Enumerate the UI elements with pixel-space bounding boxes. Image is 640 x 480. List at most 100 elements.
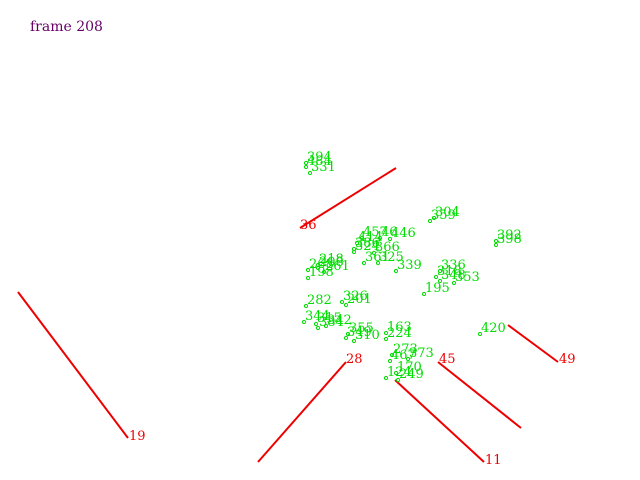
point-355-label: 355 xyxy=(349,321,374,336)
point-195-marker xyxy=(421,291,427,297)
point-325-label: 325 xyxy=(379,250,404,265)
point-386-label: 386 xyxy=(355,236,380,251)
point-273-marker xyxy=(389,352,395,358)
point-224-marker xyxy=(383,336,389,342)
segment-11-label: 11 xyxy=(485,453,502,468)
point-315-marker xyxy=(313,321,319,327)
point-324-label: 324 xyxy=(355,239,380,254)
segment-28-label: 28 xyxy=(346,352,363,367)
point-392-label: 392 xyxy=(497,228,522,243)
point-261-label: 261 xyxy=(325,259,350,274)
segment-45-label: 45 xyxy=(439,352,456,367)
point-163-label: 163 xyxy=(387,320,412,335)
point-420-label: 420 xyxy=(481,321,506,336)
point-446-marker xyxy=(387,236,393,242)
point-170-marker xyxy=(393,370,399,376)
point-344-label: 344 xyxy=(305,309,330,324)
point-353-marker xyxy=(451,280,457,286)
point-392-marker xyxy=(493,238,499,244)
point-310-marker xyxy=(351,338,357,344)
segment-36-label: 36 xyxy=(300,218,317,233)
point-420-marker xyxy=(477,331,483,337)
point-384-marker xyxy=(315,325,321,331)
point-394-label: 394 xyxy=(307,150,332,165)
point-198-marker xyxy=(305,275,311,281)
point-366-label: 366 xyxy=(375,240,400,255)
point-324-marker xyxy=(351,249,357,255)
point-342-marker xyxy=(323,323,329,329)
point-195-label: 195 xyxy=(425,281,450,296)
point-170-label: 170 xyxy=(397,360,422,375)
point-339-marker xyxy=(393,268,399,274)
segment-19-line xyxy=(17,291,129,439)
point-484-marker xyxy=(303,164,309,170)
point-446-label: 446 xyxy=(391,226,416,241)
point-359-marker xyxy=(427,218,433,224)
point-394-marker xyxy=(303,160,309,166)
point-318-marker xyxy=(433,274,439,280)
point-318-label: 318 xyxy=(437,264,462,279)
point-373-marker xyxy=(405,356,411,362)
point-359-label: 359 xyxy=(431,208,456,223)
segment-layer: 36 19 28 45 49 11 xyxy=(17,167,576,468)
point-282-marker xyxy=(303,303,309,309)
segment-19-label: 19 xyxy=(129,429,146,444)
point-218-label: 218 xyxy=(319,252,344,267)
point-310-label: 310 xyxy=(355,328,380,343)
point-384-label: 384 xyxy=(319,315,344,330)
point-304-label: 304 xyxy=(435,205,460,220)
point-366-marker xyxy=(371,250,377,256)
point-201-marker xyxy=(343,302,349,308)
point-373-label: 373 xyxy=(409,346,434,361)
point-398-marker xyxy=(493,242,499,248)
point-208-marker xyxy=(315,265,321,271)
point-344-marker xyxy=(301,319,307,325)
point-326-marker xyxy=(339,299,345,305)
point-353-label: 353 xyxy=(455,270,480,285)
point-484-label: 484 xyxy=(307,154,332,169)
point-361-label: 361 xyxy=(365,250,390,265)
segment-28-line xyxy=(257,361,347,463)
point-339-label: 339 xyxy=(397,258,422,273)
point-348-marker xyxy=(437,278,443,284)
point-163-marker xyxy=(383,330,389,336)
point-361-marker xyxy=(361,260,367,266)
point-336-marker xyxy=(437,268,443,274)
point-414-label: 414 xyxy=(358,230,383,245)
point-414-marker xyxy=(354,240,360,246)
point-208-label: 208 xyxy=(319,255,344,270)
point-457-label: 457 xyxy=(363,225,388,240)
point-124-label: 124 xyxy=(387,365,412,380)
segment-49-line xyxy=(507,324,559,363)
point-124-marker xyxy=(383,375,389,381)
point-331-marker xyxy=(307,170,313,176)
point-273-label: 273 xyxy=(393,342,418,357)
point-336-label: 336 xyxy=(441,258,466,273)
point-331-label: 331 xyxy=(311,160,336,175)
point-261-marker xyxy=(321,269,327,275)
point-249-label: 249 xyxy=(399,367,424,382)
point-349-label: 349 xyxy=(347,325,372,340)
point-198-label: 198 xyxy=(309,265,334,280)
segment-36-line xyxy=(299,167,397,229)
segment-49-label: 49 xyxy=(559,352,576,367)
frame-label: frame 208 xyxy=(30,19,103,35)
point-342-label: 342 xyxy=(327,313,352,328)
point-46-marker xyxy=(377,235,383,241)
point-398-label: 398 xyxy=(497,232,522,247)
point-46-label: 46 xyxy=(381,225,398,240)
point-348-label: 348 xyxy=(441,268,466,283)
point-268-marker xyxy=(305,267,311,273)
point-355-marker xyxy=(345,331,351,337)
point-467-marker xyxy=(387,358,393,364)
point-304-marker xyxy=(431,215,437,221)
segment-11-line xyxy=(394,379,485,463)
point-282-label: 282 xyxy=(307,293,332,308)
point-326-label: 326 xyxy=(343,289,368,304)
point-457-marker xyxy=(359,235,365,241)
point-349-marker xyxy=(343,335,349,341)
point-268-label: 268 xyxy=(309,257,334,272)
segment-45-line xyxy=(437,361,522,429)
